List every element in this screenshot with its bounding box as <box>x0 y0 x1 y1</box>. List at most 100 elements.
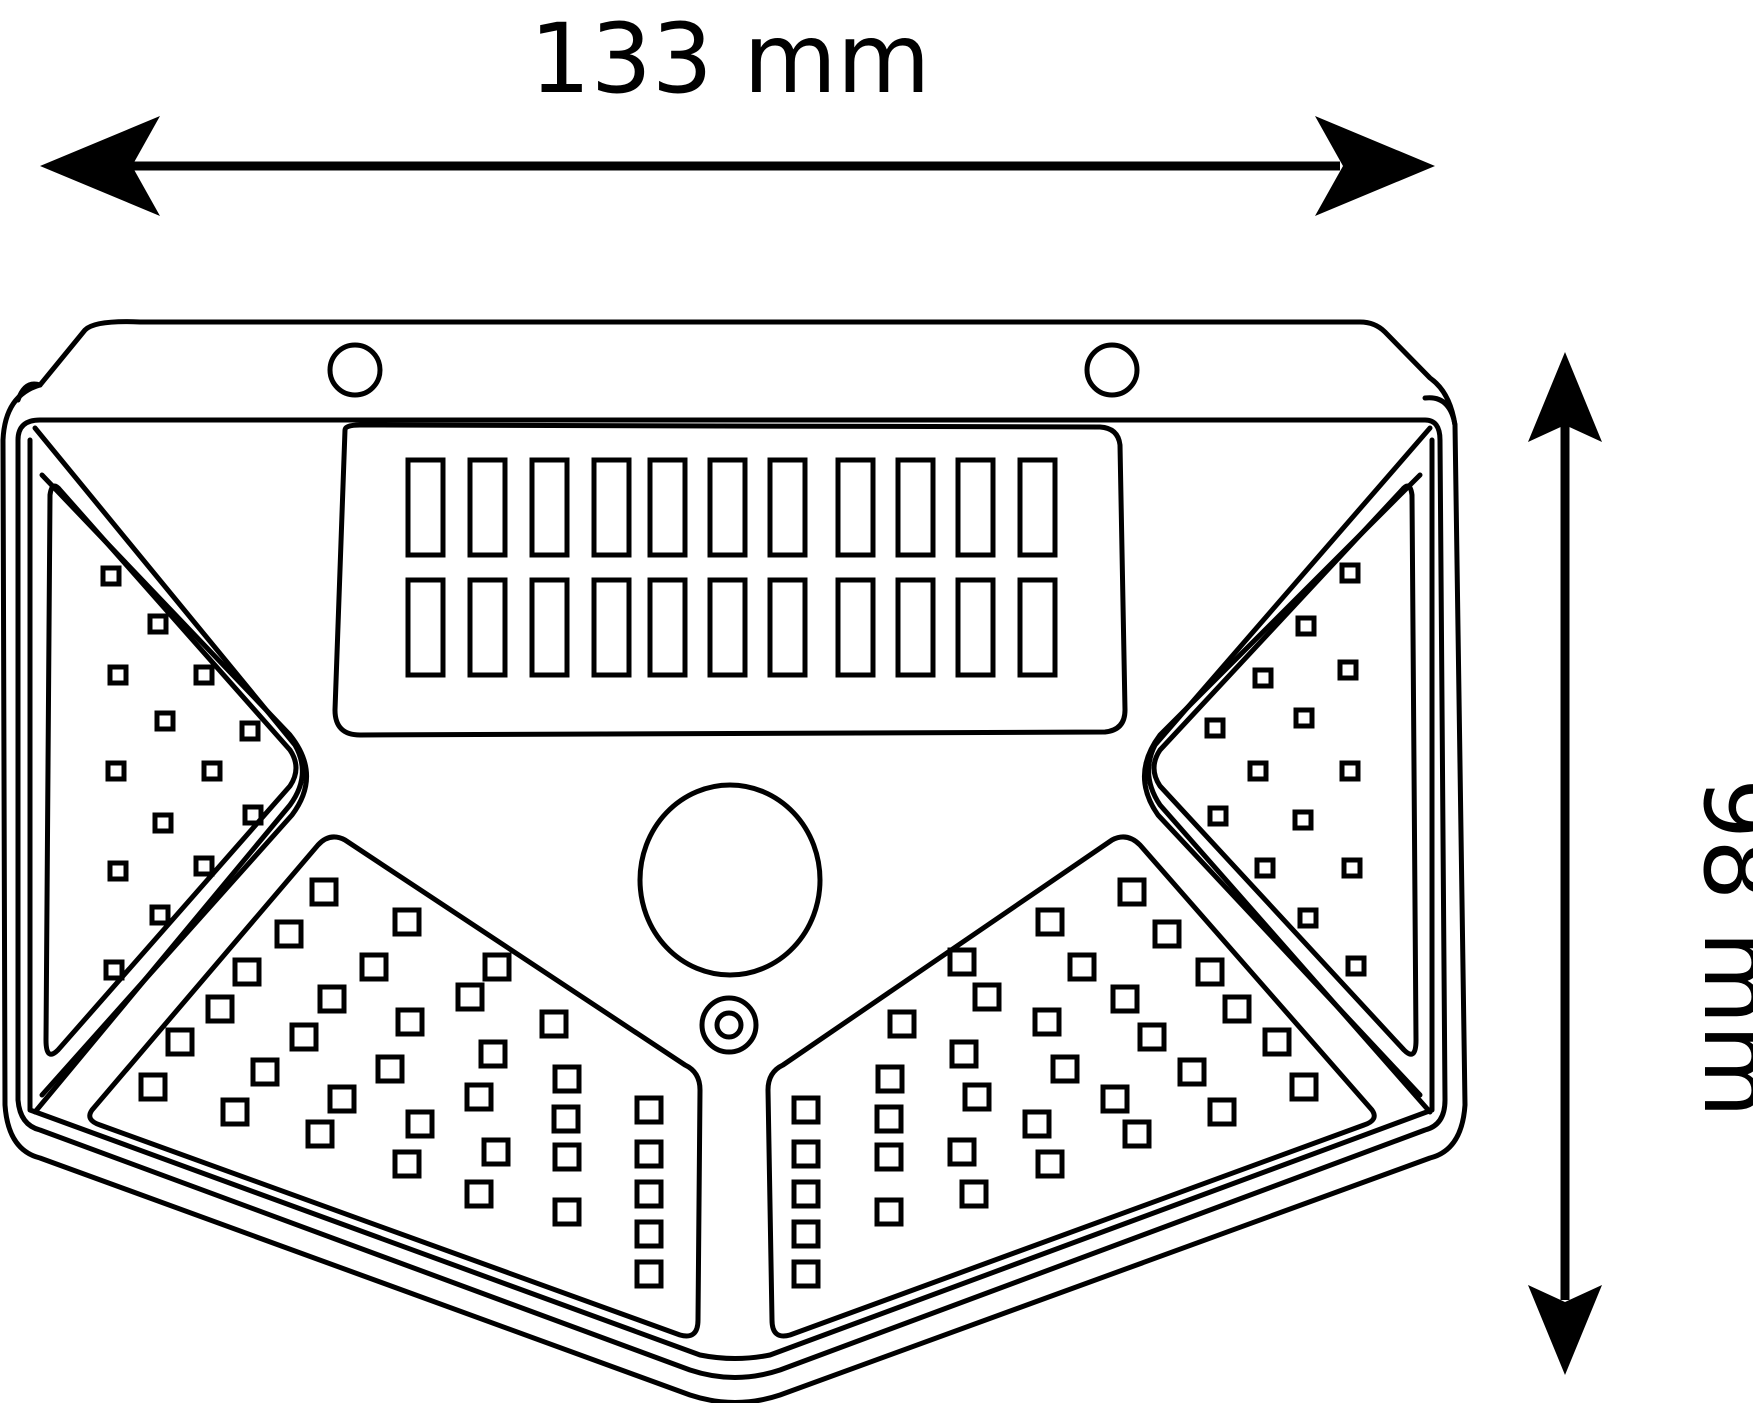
mounting-hole-right <box>1084 342 1140 398</box>
solar-cell <box>955 577 996 678</box>
solar-cells <box>405 457 1058 678</box>
led <box>138 1072 168 1102</box>
right-divider <box>1146 425 1433 1115</box>
led <box>1339 562 1361 584</box>
led <box>1035 1149 1065 1179</box>
bottom-right-led-panel <box>765 834 1377 1339</box>
led <box>1032 1007 1062 1037</box>
led <box>193 664 215 686</box>
led <box>232 957 262 987</box>
led <box>1204 717 1226 739</box>
led <box>959 1179 989 1209</box>
led <box>152 812 174 834</box>
led <box>464 1179 494 1209</box>
led <box>107 664 129 686</box>
led <box>875 1064 905 1094</box>
solar-cell <box>529 457 570 558</box>
led <box>947 947 977 977</box>
solar-cell <box>895 457 936 558</box>
solar-cell <box>405 457 446 558</box>
led <box>289 1022 319 1052</box>
led <box>1152 919 1182 949</box>
led <box>405 1109 435 1139</box>
width-arrowhead-right <box>1315 116 1435 216</box>
led <box>165 1027 195 1057</box>
led <box>874 1104 904 1134</box>
led <box>1110 984 1140 1014</box>
led <box>1035 907 1065 937</box>
solar-cell <box>835 577 876 678</box>
left-divider <box>32 425 305 1115</box>
height-arrowhead-bottom <box>1528 1285 1602 1375</box>
led <box>103 959 125 981</box>
led <box>327 1084 357 1114</box>
led <box>634 1219 664 1249</box>
led <box>887 1009 917 1039</box>
pir-sensor <box>637 782 823 978</box>
led <box>1247 760 1269 782</box>
led <box>305 1119 335 1149</box>
solar-cell <box>835 457 876 558</box>
led <box>552 1142 582 1172</box>
height-arrowhead-top <box>1528 352 1602 442</box>
led <box>481 1137 511 1167</box>
led <box>551 1104 581 1134</box>
solar-cell <box>467 457 508 558</box>
led <box>1222 994 1252 1024</box>
led <box>1067 952 1097 982</box>
led <box>317 984 347 1014</box>
led <box>193 855 215 877</box>
led <box>1117 877 1147 907</box>
led <box>309 877 339 907</box>
led <box>634 1259 664 1289</box>
led <box>107 860 129 882</box>
led <box>972 982 1002 1012</box>
right-led-panel <box>1151 483 1419 1057</box>
solar-cell <box>647 457 688 558</box>
led <box>1177 1057 1207 1087</box>
solar-cell <box>467 577 508 678</box>
led <box>1292 809 1314 831</box>
led <box>962 1082 992 1112</box>
led <box>1254 857 1276 879</box>
led <box>149 904 171 926</box>
led <box>947 1137 977 1167</box>
light-sensor-inner <box>714 1010 744 1040</box>
led <box>634 1179 664 1209</box>
outer-shell <box>0 382 1468 1403</box>
led <box>949 1039 979 1069</box>
solar-cell <box>707 577 748 678</box>
led <box>791 1139 821 1169</box>
led <box>242 804 264 826</box>
led <box>1295 615 1317 637</box>
led <box>1262 1027 1292 1057</box>
led <box>395 1007 425 1037</box>
solar-cell <box>767 457 808 558</box>
led <box>154 710 176 732</box>
led <box>634 1095 664 1125</box>
led <box>375 1054 405 1084</box>
led <box>359 952 389 982</box>
bottom-right-leds <box>791 877 1319 1289</box>
led <box>791 1259 821 1289</box>
solar-cell <box>707 457 748 558</box>
led <box>274 919 304 949</box>
solar-cell <box>1017 577 1058 678</box>
led <box>220 1097 250 1127</box>
solar-cell <box>647 577 688 678</box>
led <box>1293 707 1315 729</box>
solar-cell <box>955 457 996 558</box>
solar-cell <box>767 577 808 678</box>
solar-cell <box>895 577 936 678</box>
led <box>1050 1054 1080 1084</box>
led <box>1339 760 1361 782</box>
led <box>1122 1119 1152 1149</box>
led <box>1195 957 1225 987</box>
led <box>478 1039 508 1069</box>
led <box>1022 1109 1052 1139</box>
led <box>392 1149 422 1179</box>
led <box>552 1064 582 1094</box>
solar-cell <box>529 577 570 678</box>
led <box>1289 1072 1319 1102</box>
